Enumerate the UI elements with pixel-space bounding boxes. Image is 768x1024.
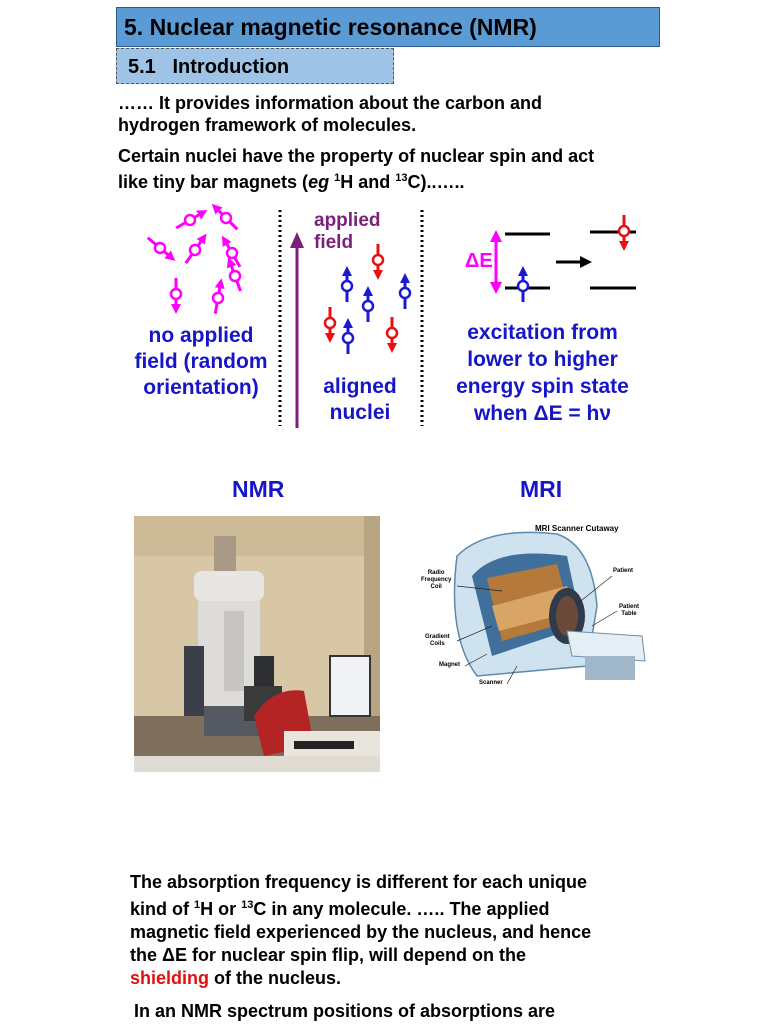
body-text-a: kind of — [130, 899, 194, 919]
sup-13: 13 — [395, 172, 408, 184]
title-banner — [116, 7, 660, 47]
section-subtitle: 5.1 Introduction — [128, 56, 289, 79]
no-field-line-2: field (random — [134, 350, 268, 373]
mri-scanner-cutaway: MRI Scanner Cutaway Radio Frequency Coil… — [417, 516, 657, 696]
body-line-1: The absorption frequency is different fo… — [130, 872, 588, 892]
mri-label-magnet: Magnet — [439, 662, 460, 668]
nmr-photo-illustration — [134, 516, 380, 772]
body-paragraph-2: In an NMR spectrum positions of absorpti… — [134, 1000, 555, 1022]
aligned-line-2: nuclei — [329, 401, 391, 424]
body-sup-1: 1 — [194, 899, 201, 911]
delta-e-label: ΔE — [465, 250, 493, 272]
body-text-c: C in any molecule. ….. The applied — [253, 899, 550, 919]
nmr-spectrometer-photo — [134, 516, 380, 772]
mri-table-line-2: Table — [621, 611, 637, 617]
mri-radio-line-1: Radio — [427, 570, 445, 576]
body-line-5: shielding of the nucleus. — [130, 967, 591, 990]
spin-diagram — [143, 198, 636, 428]
aligned-nuclei-label: aligned nuclei — [300, 374, 420, 426]
energy-levels — [490, 213, 636, 304]
shielding-term: shielding — [130, 968, 210, 988]
intro-text-c: H and — [340, 172, 396, 192]
mri-gradient-line-2: Coils — [430, 641, 445, 647]
intro-paragraph-2: Certain nuclei have the property of nucl… — [118, 145, 594, 193]
intro-line-1: …… It provides information about the car… — [118, 93, 543, 113]
page-title: 5. Nuclear magnetic resonance (NMR) — [124, 14, 537, 40]
excitation-line-1: excitation from — [467, 321, 618, 344]
intro-line-2: hydrogen framework of molecules. — [118, 115, 417, 135]
random-spins — [143, 198, 247, 317]
body-text-b: H or — [200, 899, 242, 919]
body-line-6: In an NMR spectrum positions of absorpti… — [134, 1001, 556, 1021]
applied-line-2: field — [314, 232, 354, 253]
excitation-line-4: when ΔE = hν — [473, 402, 612, 425]
mri-caption: MRI Scanner Cutaway — [535, 524, 619, 533]
intro-line-3: Certain nuclei have the property of nucl… — [118, 146, 595, 166]
intro-text-a: like tiny bar magnets ( — [118, 172, 309, 192]
mri-illustration — [453, 531, 646, 685]
excitation-line-3: energy spin state — [456, 375, 629, 398]
body-line-4: the ΔE for nuclear spin flip, will depen… — [130, 945, 526, 965]
mri-label-patient: Patient — [613, 568, 634, 574]
mri-label-scanner: Scanner — [479, 680, 503, 686]
subtitle-banner — [116, 48, 394, 84]
intro-text-d: C)..….. — [407, 172, 465, 192]
nmr-heading: NMR — [232, 476, 285, 502]
mri-radio-line-2: Frequency — [421, 577, 452, 583]
subtitle-label: Introduction — [172, 56, 290, 78]
no-field-label: no applied field (random orientation) — [126, 323, 276, 401]
mri-heading: MRI — [520, 476, 563, 502]
excitation-label: excitation from lower to higher energy s… — [440, 319, 645, 427]
body-paragraph-1: The absorption frequency is different fo… — [130, 871, 591, 990]
mri-radio-line-3: Coil — [430, 584, 442, 590]
intro-line-4: like tiny bar magnets (eg 1H and 13C)..…… — [118, 167, 594, 193]
aligned-spins — [323, 242, 412, 356]
no-field-line-1: no applied — [148, 324, 254, 347]
intro-eg: eg — [308, 172, 330, 192]
mri-table-line-1: Patient — [619, 604, 640, 610]
excitation-line-2: lower to higher — [467, 348, 618, 371]
mri-label-table: Patient Table — [619, 604, 639, 618]
mri-gradient-line-1: Gradient — [425, 634, 450, 640]
body-sup-13: 13 — [241, 899, 254, 911]
body-line-2: kind of 1H or 13C in any molecule. ….. T… — [130, 894, 591, 921]
intro-paragraph-1: …… It provides information about the car… — [118, 92, 542, 136]
aligned-line-1: aligned — [323, 375, 397, 398]
applied-line-1: applied — [314, 210, 381, 231]
body-text-e: of the nucleus. — [209, 968, 342, 988]
mri-label-radio: Radio Frequency Coil — [421, 570, 451, 591]
sup-1: 1 — [334, 172, 341, 184]
body-line-3: magnetic field experienced by the nucleu… — [130, 922, 592, 942]
mri-label-gradient: Gradient Coils — [425, 634, 450, 648]
applied-field-label: applied field — [314, 210, 381, 254]
subtitle-number: 5.1 — [128, 56, 156, 78]
no-field-line-3: orientation) — [143, 376, 259, 399]
